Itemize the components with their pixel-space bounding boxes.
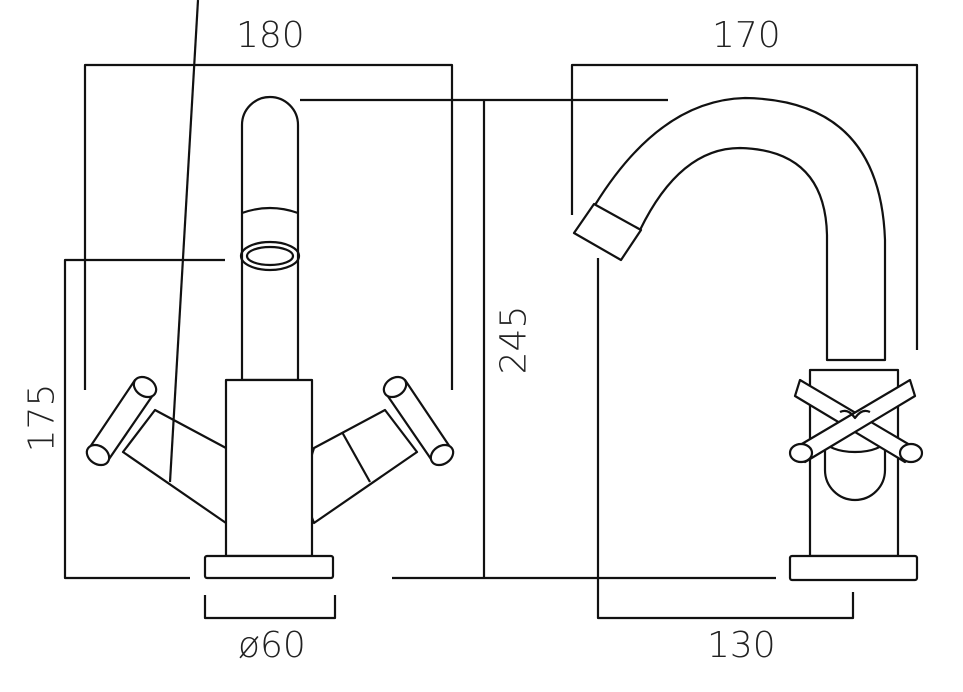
side-view-tap xyxy=(572,96,924,582)
right-handle-cap-top xyxy=(382,375,408,399)
side-base xyxy=(788,554,919,582)
dim-60-bracket xyxy=(203,595,337,620)
front-body xyxy=(224,378,314,558)
dim-175-bracket xyxy=(63,258,225,580)
right-handle-cap-bottom xyxy=(429,443,455,467)
side-cross-hub xyxy=(839,409,871,420)
front-aerator-ring-inner xyxy=(245,245,295,267)
right-handle-seam xyxy=(341,431,371,483)
dim-130-bracket xyxy=(596,258,855,620)
side-nozzle xyxy=(572,202,643,262)
side-cross-cap-left xyxy=(788,442,814,464)
dim-label-130: 130 xyxy=(707,625,776,666)
dim-170-bracket xyxy=(570,63,919,350)
side-valve-dome xyxy=(823,438,887,502)
dim-label-60: ø60 xyxy=(238,625,306,666)
side-spout xyxy=(593,96,887,362)
front-base xyxy=(203,554,335,580)
dim-label-245: 245 xyxy=(493,305,535,375)
front-spout xyxy=(240,95,300,382)
left-handle-seam xyxy=(168,0,200,483)
left-handle-cap-bottom xyxy=(85,443,111,467)
dim-label-180: 180 xyxy=(236,15,305,56)
dim-180-bracket xyxy=(83,63,454,390)
left-handle-body xyxy=(121,408,235,525)
dim-label-170: 170 xyxy=(712,15,781,56)
front-view-tap xyxy=(85,0,455,580)
front-aerator-ring xyxy=(239,240,301,272)
left-handle-cap-top xyxy=(132,375,158,399)
dimension-lines xyxy=(63,63,919,620)
front-aerator-band xyxy=(241,206,299,215)
dim-label-175: 175 xyxy=(21,383,63,453)
side-cross-cap-right xyxy=(898,442,924,464)
